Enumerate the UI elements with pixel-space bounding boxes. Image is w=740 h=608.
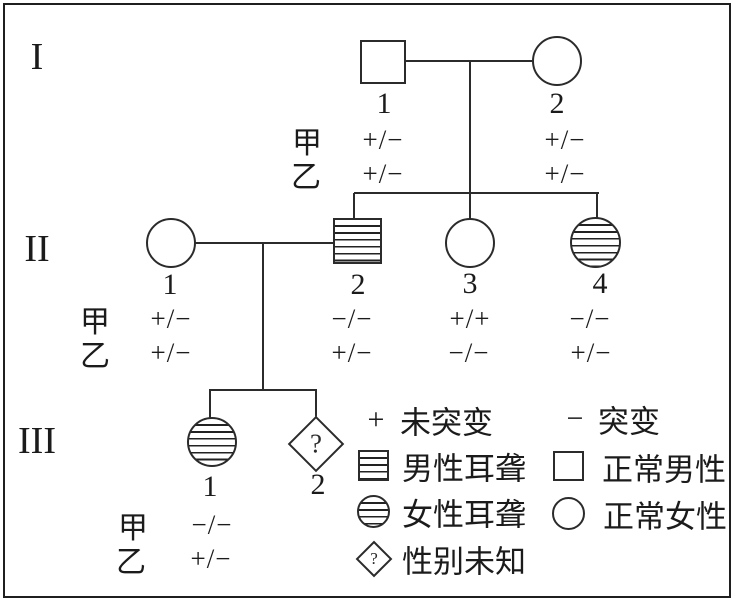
legend-deaf-male-label: 男性耳聋: [402, 451, 526, 487]
row-label-yi-gen3: 乙: [116, 546, 146, 579]
genotype-jia-II2: −/−: [331, 303, 373, 334]
individual-number-III1: 1: [202, 470, 218, 503]
legend-normal-female-icon: [552, 497, 585, 530]
individual-number-II4: 4: [592, 267, 608, 300]
deaf-female-symbol-II4: [570, 217, 621, 268]
individual-number-I2: 2: [549, 87, 565, 120]
legend-deaf-female-icon: [357, 495, 390, 528]
individual-number-II3: 3: [462, 267, 478, 300]
descent-line-gen1: [469, 61, 471, 193]
descent-line-gen2: [262, 243, 264, 390]
sibship-line-gen3: [209, 389, 317, 391]
individual-number-III2: 2: [310, 468, 326, 501]
marriage-line-gen2: [195, 242, 333, 244]
legend-normal-male-icon: [553, 451, 584, 481]
genotype-yi-III1: +/−: [190, 543, 232, 574]
legend-plus-symbol: +: [367, 403, 385, 436]
normal-male-symbol-I1: [360, 40, 406, 84]
genotype-yi-II1: +/−: [150, 337, 192, 368]
genotype-yi-I2: +/−: [544, 158, 586, 189]
genotype-jia-II4: −/−: [569, 303, 611, 334]
drop-line-III2: [315, 390, 317, 417]
individual-number-II2: 2: [350, 268, 366, 301]
legend-deaf-female-label: 女性耳聋: [402, 497, 526, 533]
deaf-male-symbol-II2: [333, 218, 382, 264]
genotype-jia-III1: −/−: [191, 509, 233, 540]
drop-line-III1: [209, 390, 211, 418]
question-mark-III2: ?: [310, 428, 322, 459]
legend-normal-male-label: 正常男性: [602, 452, 726, 488]
legend-question-mark: ?: [370, 549, 378, 568]
legend-plus-label: 未突变: [400, 405, 493, 441]
sibship-line-gen2: [354, 192, 599, 194]
genotype-yi-II2: +/−: [331, 337, 373, 368]
normal-female-symbol-II3: [445, 218, 495, 268]
genotype-jia-I2: +/−: [544, 124, 586, 155]
genotype-jia-II3: +/+: [449, 303, 491, 334]
genotype-jia-I1: +/−: [362, 124, 404, 155]
individual-number-I1: 1: [376, 87, 392, 120]
genotype-yi-II3: −/−: [448, 337, 490, 368]
legend-normal-female-label: 正常女性: [603, 499, 727, 535]
drop-line-II3: [469, 193, 471, 219]
generation-label-1: I: [30, 36, 44, 78]
legend-minus-label: 突变: [598, 404, 660, 440]
drop-line-II2: [353, 193, 355, 219]
legend-minus-symbol: −: [566, 402, 584, 435]
row-label-jia-gen2: 甲: [80, 306, 110, 339]
row-label-jia-gen3: 甲: [118, 512, 148, 545]
generation-label-2: II: [24, 228, 50, 270]
row-label-yi-gen2: 乙: [80, 340, 110, 373]
row-label-yi-gen1: 乙: [291, 161, 321, 194]
normal-female-symbol-II1: [146, 218, 196, 268]
genotype-yi-I1: +/−: [362, 158, 404, 189]
generation-label-3: III: [18, 420, 56, 462]
row-label-jia-gen1: 甲: [292, 127, 322, 160]
drop-line-II4: [596, 193, 598, 218]
legend-deaf-male-icon: [358, 450, 389, 481]
legend-unknown-sex-label: 性别未知: [402, 544, 526, 580]
genotype-yi-II4: +/−: [570, 337, 612, 368]
deaf-female-symbol-III1: [187, 417, 237, 467]
genotype-jia-II1: +/−: [150, 303, 192, 334]
diagram-border: [3, 3, 731, 598]
normal-female-symbol-I2: [532, 36, 582, 86]
individual-number-II1: 1: [162, 268, 178, 301]
